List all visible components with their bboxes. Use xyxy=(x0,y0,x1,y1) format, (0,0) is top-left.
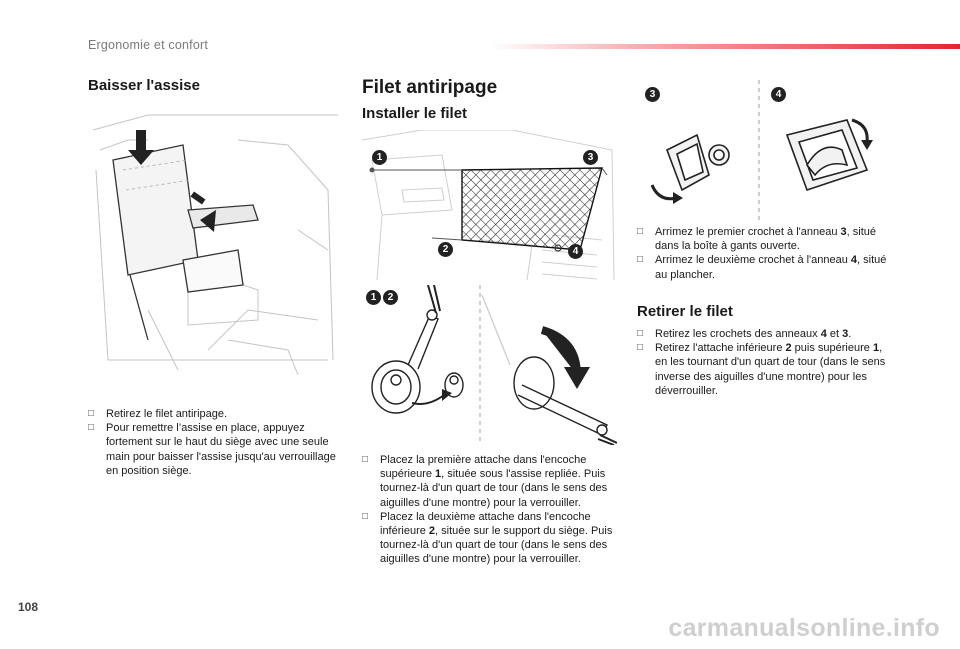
list-item: □Placez la deuxième attache dans l'encoc… xyxy=(362,510,613,566)
callout-3: 3 xyxy=(583,150,598,165)
list-item: □Retirez les crochets des anneaux 4 et 3… xyxy=(637,328,852,340)
header-title: Ergonomie et confort xyxy=(88,38,209,52)
callout-3: 3 xyxy=(645,87,660,102)
callout-1: 1 xyxy=(372,150,387,165)
bullet-icon: □ xyxy=(88,408,95,419)
list-item: □Retirez l'attache inférieure 2 puis sup… xyxy=(637,342,886,397)
watermark: carmanualsonline.info xyxy=(668,614,940,642)
callout-2: 2 xyxy=(383,290,398,305)
remove-bullet-list: □Retirez les crochets des anneaux 4 et 3… xyxy=(637,327,895,398)
page-title: Filet antiripage xyxy=(362,77,498,98)
header-accent-bar xyxy=(490,44,960,49)
right-bullet-list: □Arrimez le premier crochet à l'anneau 3… xyxy=(637,225,895,282)
section-heading-install-net: Installer le filet xyxy=(362,105,468,122)
list-item: □Arrimez le premier crochet à l'anneau 3… xyxy=(637,226,876,253)
page-number: 108 xyxy=(18,600,39,614)
bullet-icon: □ xyxy=(362,510,369,522)
section-heading-lower-seat: Baisser l'assise xyxy=(88,77,200,94)
list-item: □Retirez le filet antiripage. xyxy=(88,408,228,420)
bullet-icon: □ xyxy=(637,254,644,266)
callout-2: 2 xyxy=(438,242,453,257)
callout-4: 4 xyxy=(568,244,583,259)
list-item: □Arrimez le deuxième crochet à l'anneau … xyxy=(637,254,887,281)
bullet-icon: □ xyxy=(637,328,644,339)
bullet-icon: □ xyxy=(88,422,95,434)
net-attach-illustration: 1 2 xyxy=(362,285,617,445)
list-item: □Placez la première attache dans l'encoc… xyxy=(362,454,608,509)
callout-4: 4 xyxy=(771,87,786,102)
net-illustration: 1 3 2 4 xyxy=(362,130,617,285)
ring-illustration: 3 4 xyxy=(637,80,895,220)
middle-bullet-list: □Placez la première attache dans l'encoc… xyxy=(362,453,622,567)
bullet-icon: □ xyxy=(637,342,644,354)
section-heading-remove-net: Retirer le filet xyxy=(637,303,733,320)
bullet-icon: □ xyxy=(637,226,644,237)
list-item: □Pour remettre l’assise en place, appuye… xyxy=(88,422,336,477)
seat-illustration xyxy=(88,110,340,382)
callout-1: 1 xyxy=(366,290,381,305)
bullet-icon: □ xyxy=(362,454,369,465)
left-bullet-list: □Retirez le filet antiripage. □Pour reme… xyxy=(88,407,338,478)
